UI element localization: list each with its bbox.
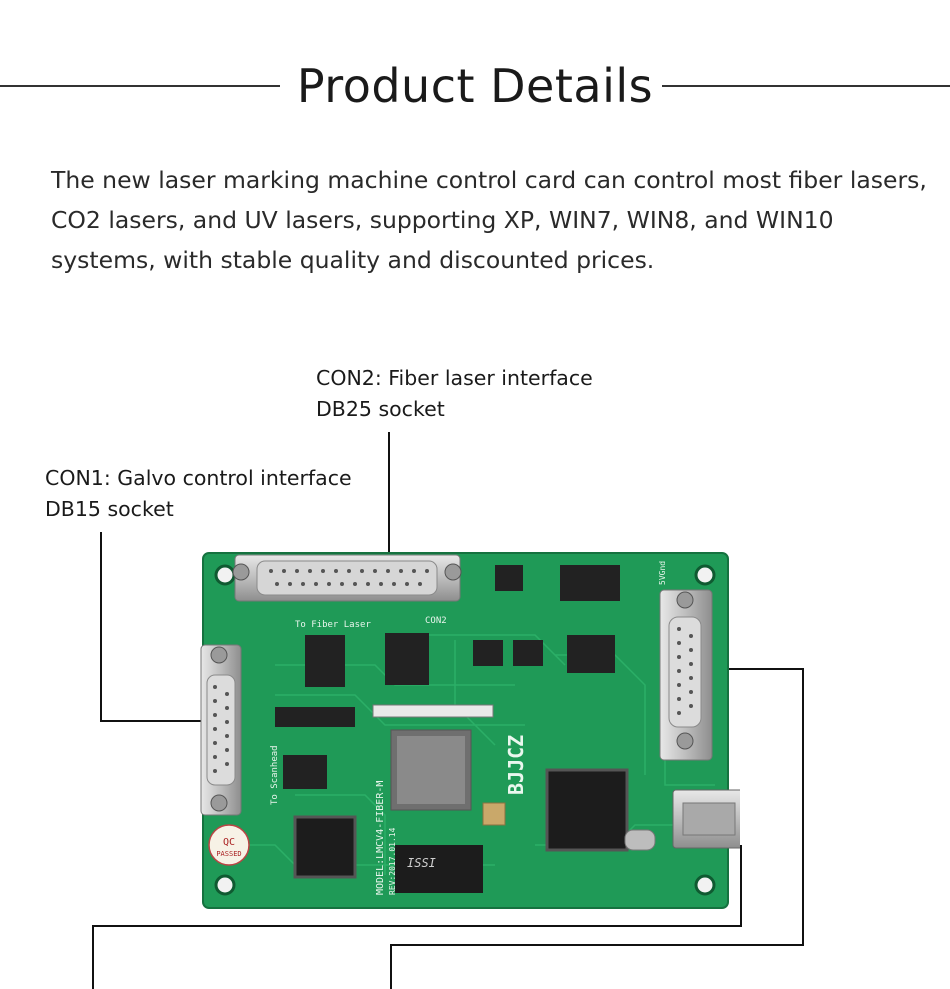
silk-con2: CON2 bbox=[425, 616, 447, 626]
leader-line-right-connector-horizontal bbox=[700, 668, 804, 670]
pin-header bbox=[372, 704, 494, 718]
ic-chips bbox=[275, 565, 656, 893]
callout-con2-title: CON2: Fiber laser interface bbox=[316, 366, 593, 390]
callout-con1-subtitle: DB15 socket bbox=[45, 497, 174, 521]
qc-label: QC bbox=[223, 837, 235, 848]
callout-con2-subtitle: DB25 socket bbox=[316, 397, 445, 421]
leader-line-usb-horizontal bbox=[92, 925, 742, 927]
mounting-holes bbox=[214, 564, 716, 896]
control-card-board-image: To Fiber Laser CON2 To Scanhead MODEL:LM… bbox=[200, 552, 740, 909]
db15-connector-left bbox=[200, 644, 242, 816]
page-title: Product Details bbox=[296, 59, 654, 113]
leader-line-usb-vertical bbox=[740, 845, 742, 927]
db25-connector bbox=[232, 554, 462, 602]
silk-5vgnd: 5VGnd bbox=[658, 561, 667, 585]
qc-passed-sticker: QC PASSED bbox=[208, 824, 250, 866]
leader-line-right-connector-drop bbox=[390, 944, 392, 989]
header-rule-right bbox=[662, 85, 950, 87]
leader-line-right-connector-bottom bbox=[390, 944, 804, 946]
leader-line-con1-vertical bbox=[100, 532, 102, 722]
product-description: The new laser marking machine control ca… bbox=[51, 166, 927, 274]
silk-to-fiber-laser: To Fiber Laser bbox=[295, 620, 371, 630]
section-header: Product Details bbox=[0, 58, 950, 118]
leader-line-con2 bbox=[388, 432, 390, 556]
callout-con1: CON1: Galvo control interface DB15 socke… bbox=[45, 463, 352, 525]
leader-line-usb-drop bbox=[92, 925, 94, 989]
db15-connector-right bbox=[659, 589, 713, 761]
callout-con1-title: CON1: Galvo control interface bbox=[45, 466, 352, 490]
usb-port bbox=[672, 789, 740, 849]
silk-model: MODEL:LMCV4-FIBER-M bbox=[375, 781, 386, 895]
silk-to-scanhead: To Scanhead bbox=[270, 745, 280, 805]
callout-con2: CON2: Fiber laser interface DB25 socket bbox=[316, 363, 593, 425]
silk-issi: ISSI bbox=[407, 856, 436, 870]
header-rule-left bbox=[0, 85, 280, 87]
silk-rev: REV:2017.01.14 bbox=[388, 827, 397, 895]
qc-passed-label: PASSED bbox=[216, 850, 241, 858]
silk-brand: BJJCZ bbox=[504, 735, 528, 795]
leader-line-right-connector-vertical bbox=[802, 668, 804, 946]
leader-line-con1-horizontal bbox=[100, 720, 208, 722]
